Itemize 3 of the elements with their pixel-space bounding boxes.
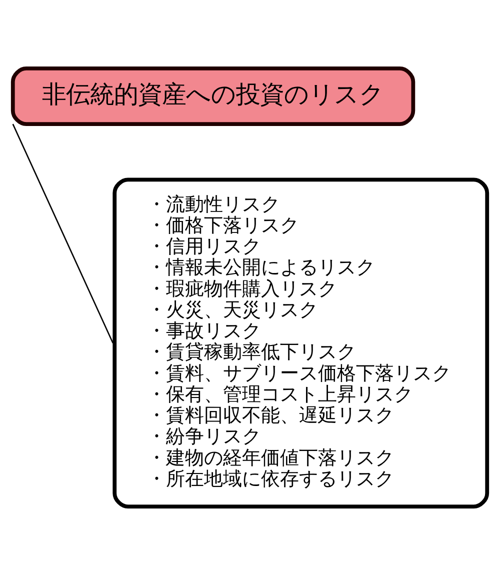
node-box: 非伝統的資産への投資のリスク (10, 66, 416, 126)
connector (12, 123, 114, 343)
node-box: ・流動性リスク ・価格下落リスク ・信用リスク ・情報未公開によるリスク ・瑕疵物件購入リスク ・火災、天災リスク ・事故リスク ・賃貸稼動率低下リスク ・賃料、サブリース価格下落リスク ・保有、管理コスト上昇リスク ・賃料回収不能、遅延リスク ・紛争リスク ・建物の経年価値下落リスク ・所在地域に依存するリスク (112, 177, 490, 508)
